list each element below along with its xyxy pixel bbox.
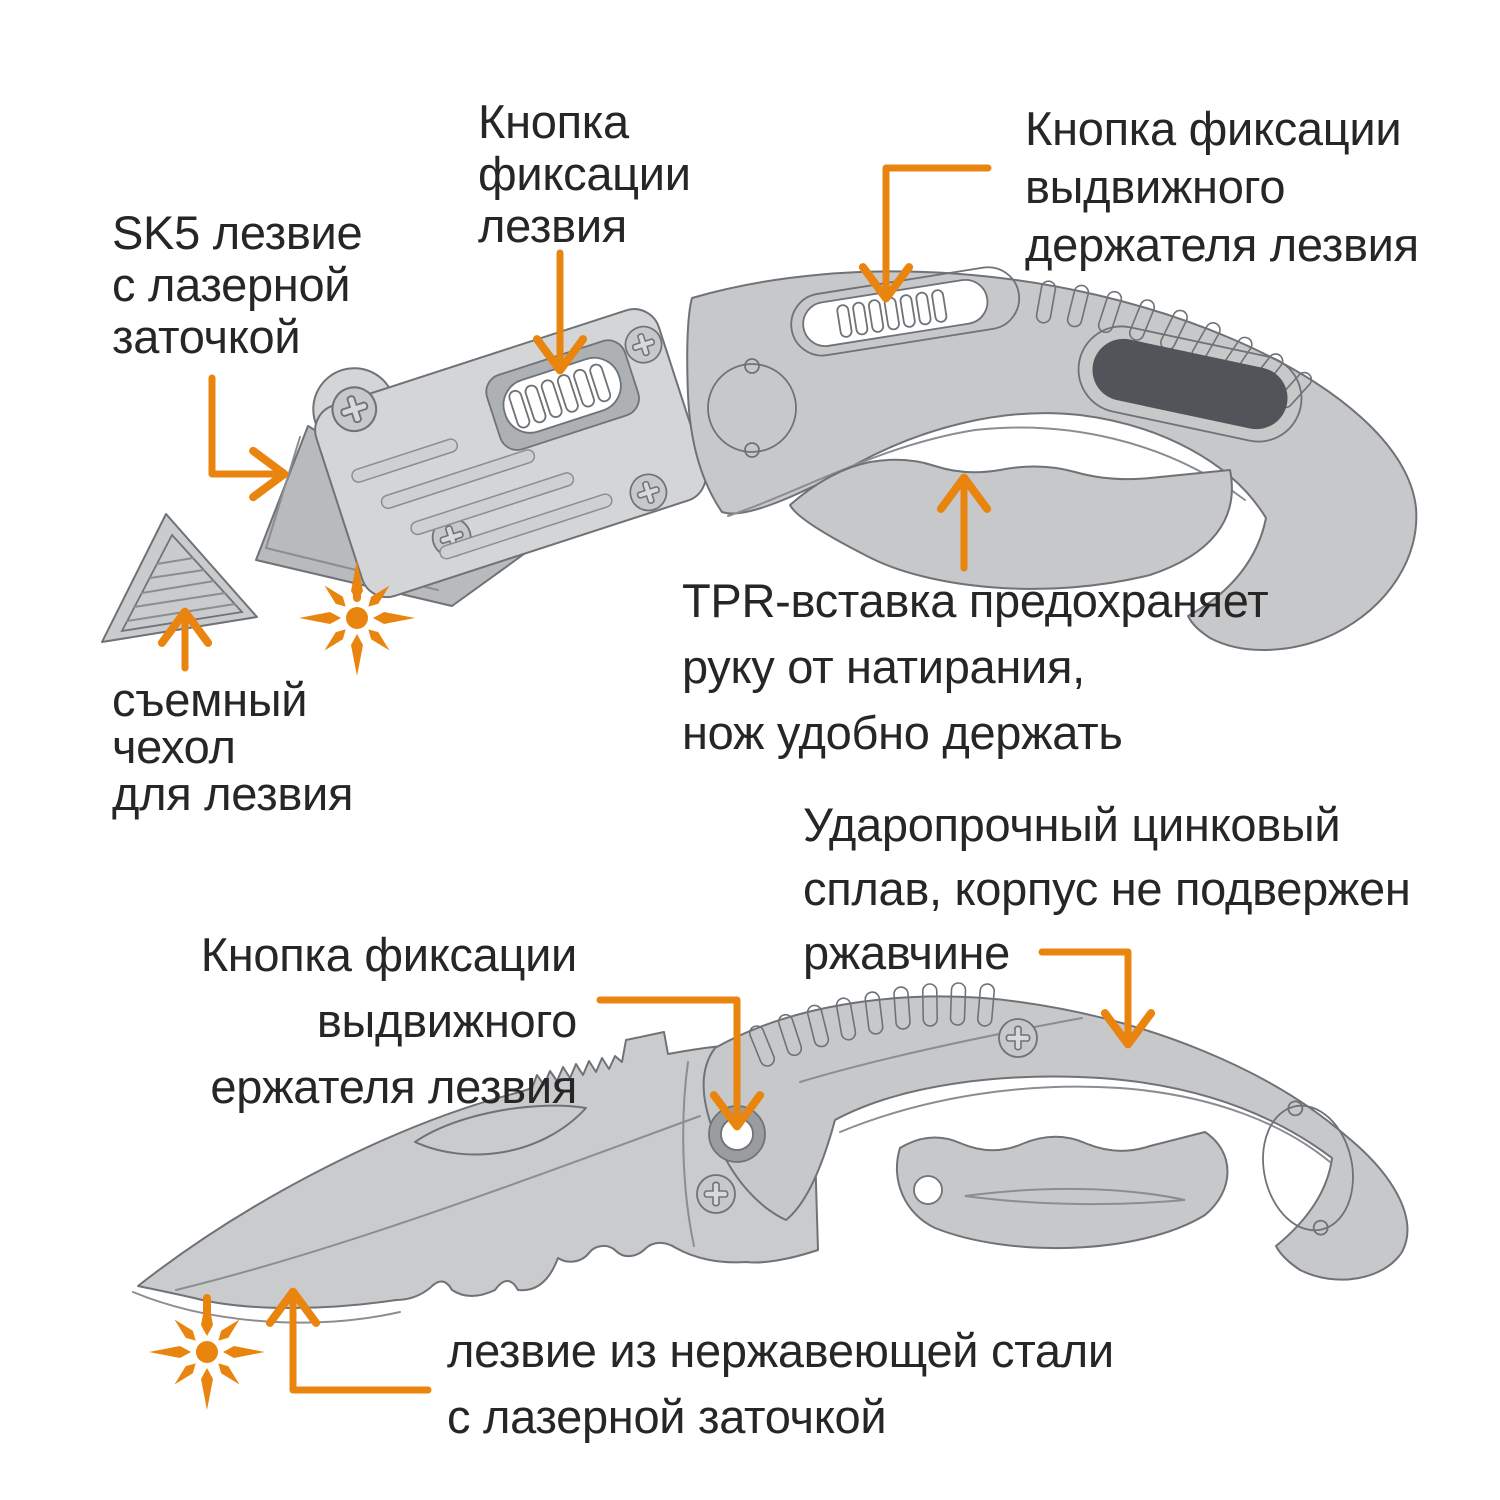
arrow-stainless <box>265 1287 432 1394</box>
label-blade-lock: Кнопка фиксации лезвия <box>478 96 691 252</box>
label-line: с лазерной заточкой <box>447 1390 887 1443</box>
label-line: SK5 лезвие <box>112 206 363 259</box>
label-line: ержателя лезвия <box>210 1060 577 1113</box>
label-line: ржавчине <box>803 926 1011 979</box>
arrow-sk5-blade <box>208 374 289 502</box>
bottom-pocket-knife <box>132 981 1409 1418</box>
top-knife-handle <box>686 266 1418 651</box>
label-line: лезвие из нержавеющей стали <box>447 1324 1114 1377</box>
label-line: Кнопка <box>478 95 629 148</box>
label-holder-lock-top: Кнопка фиксации выдвижного держателя лез… <box>1025 100 1419 274</box>
label-line: руку от натирания, <box>682 640 1085 693</box>
arrow-holder-lock-bottom <box>596 996 765 1131</box>
callout-arrows <box>157 164 1156 1394</box>
label-line: лезвия <box>478 199 627 252</box>
laser-shine-icon <box>141 1286 273 1418</box>
label-line: заточкой <box>112 310 301 363</box>
label-line: для лезвия <box>112 767 354 820</box>
label-holder-lock-bottom: Кнопка фиксации выдвижного ержателя лезв… <box>160 922 578 1120</box>
label-line: выдвижного <box>316 994 577 1047</box>
label-stainless-blade: лезвие из нержавеющей стали с лазерной з… <box>447 1318 1114 1450</box>
label-tpr-insert: TPR-вставка предохраняет руку от натиран… <box>682 568 1269 766</box>
label-line: чехол <box>112 720 236 773</box>
stainless-blade <box>132 1031 819 1324</box>
tpr-grip-insert <box>789 458 1233 590</box>
blade-lock-slider <box>485 339 640 451</box>
arrow-holder-lock-top <box>858 164 992 303</box>
label-line: Кнопка фиксации <box>1025 102 1402 155</box>
label-line: Кнопка фиксации <box>200 928 578 981</box>
holder-lock-slider <box>790 266 1021 357</box>
label-line: Ударопрочный цинковый <box>803 798 1341 851</box>
laser-shine-icon <box>291 552 423 684</box>
top-utility-knife <box>101 266 1418 684</box>
arrow-zinc <box>1038 948 1156 1049</box>
dark-insert <box>1077 325 1303 443</box>
label-line: съемный <box>112 673 308 726</box>
label-line: фиксации <box>478 147 691 200</box>
label-line: TPR-вставка предохраняет <box>682 574 1269 627</box>
label-line: нож удобно держать <box>682 706 1123 759</box>
blade-cover-triangle <box>101 513 258 643</box>
label-line: держателя лезвия <box>1025 218 1419 271</box>
label-zinc-alloy: Ударопрочный цинковый сплав, корпус не п… <box>803 793 1411 985</box>
blade-holder-plate <box>312 308 707 599</box>
pivot-oval <box>1262 1100 1354 1236</box>
label-line: выдвижного <box>1025 160 1286 213</box>
pocket-clip <box>895 1131 1229 1250</box>
label-removable-cover: съемный чехол для лезвия <box>112 676 353 817</box>
label-line: с лазерной <box>112 258 351 311</box>
label-sk5-blade: SK5 лезвие с лазерной заточкой <box>112 206 363 363</box>
label-line: сплав, корпус не подвержен <box>803 862 1411 915</box>
